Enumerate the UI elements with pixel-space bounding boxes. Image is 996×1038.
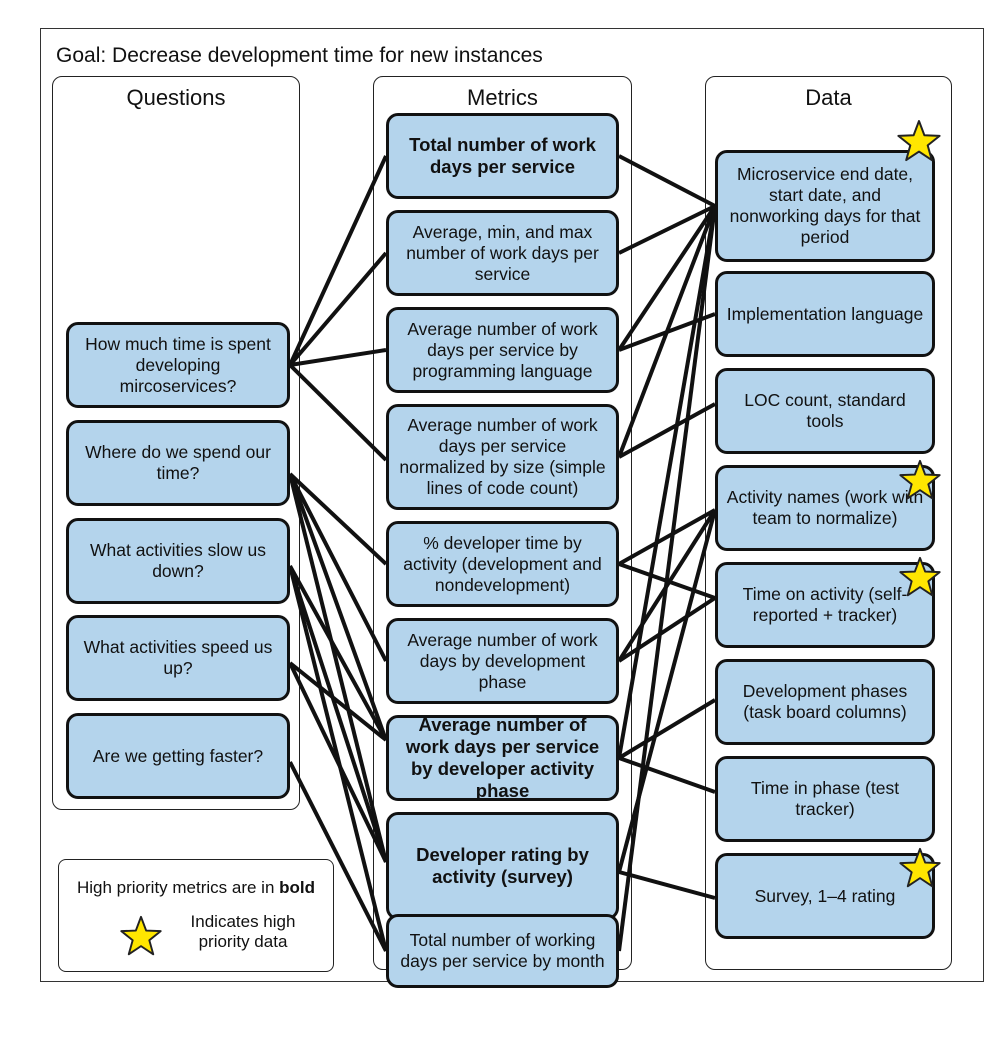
- metric-box: Average number of work days per service …: [386, 714, 619, 801]
- metric-data-connector: [618, 204, 716, 255]
- legend-bold-word: bold: [279, 878, 316, 897]
- metric-box: Average, min, and max number of work day…: [386, 210, 619, 296]
- question-metric-connector: [288, 473, 388, 662]
- question-box: Are we getting faster?: [66, 713, 290, 799]
- star-icon: [899, 847, 941, 888]
- metric-box: Average number of work days per service …: [386, 307, 619, 393]
- data-box: Activity names (work with team to normal…: [715, 465, 935, 551]
- metric-data-connector: [617, 205, 717, 952]
- metric-data-connector: [618, 508, 716, 566]
- star-icon: [899, 556, 941, 597]
- question-metric-connector: [288, 155, 388, 366]
- metric-box: Total number of working days per service…: [386, 914, 619, 988]
- legend-bold-note-text: High priority metrics are in: [76, 878, 280, 897]
- metric-data-connector: [617, 698, 717, 760]
- metric-data-connector: [618, 154, 716, 208]
- data-box: LOC count, standard tools: [715, 368, 935, 454]
- question-metric-connector: [288, 761, 388, 952]
- metric-data-connector: [617, 205, 717, 759]
- data-box: Microservice end date, start date, and n…: [715, 150, 935, 262]
- star-icon: [899, 459, 941, 500]
- legend-star-note: Indicates high priority data: [190, 912, 296, 952]
- question-metric-connector: [289, 348, 387, 367]
- metric-data-connector: [618, 870, 716, 900]
- question-metric-connector: [288, 565, 388, 863]
- question-metric-connector: [288, 565, 388, 741]
- question-box: How much time is spent developing mircos…: [66, 322, 290, 408]
- metric-box: Average number of work days by developme…: [386, 618, 619, 704]
- legend-bold-note: High priority metrics are in bold: [59, 878, 333, 898]
- metric-box: Total number of work days per service: [386, 113, 619, 199]
- metric-data-connector: [618, 756, 716, 794]
- metric-box: % developer time by activity (developmen…: [386, 521, 619, 607]
- data-box: Time in phase (test tracker): [715, 756, 935, 842]
- question-metric-connector: [288, 473, 388, 741]
- question-metric-connector: [288, 661, 388, 742]
- question-metric-connector: [288, 251, 388, 367]
- question-metric-connector: [288, 363, 388, 462]
- goal-title: Goal: Decrease development time for new …: [56, 44, 543, 67]
- question-box: What activities speed us up?: [66, 615, 290, 701]
- question-metric-connector: [288, 472, 388, 566]
- metric-box: Average number of work days per service …: [386, 404, 619, 510]
- metric-data-connector: [617, 205, 717, 458]
- data-box: Development phases (task board columns): [715, 659, 935, 745]
- question-box: What activities slow us down?: [66, 518, 290, 604]
- metric-box: Developer rating by activity (survey): [386, 812, 619, 920]
- data-box: Implementation language: [715, 271, 935, 357]
- star-icon: [897, 120, 941, 162]
- question-metric-connector: [288, 473, 388, 863]
- metric-data-connector: [617, 204, 717, 352]
- question-metric-connector: [288, 662, 388, 863]
- metric-data-connector: [618, 402, 716, 459]
- legend-star-icon: [120, 915, 162, 956]
- questions-column-title: Questions: [126, 85, 226, 110]
- legend: High priority metrics are in bold Indica…: [58, 859, 334, 972]
- metric-data-connector: [617, 596, 717, 663]
- question-box: Where do we spend our time?: [66, 420, 290, 506]
- data-column-title: Data: [805, 85, 852, 110]
- data-box: Time on activity (self-reported + tracke…: [715, 562, 935, 648]
- metrics-column-title: Metrics: [467, 85, 538, 110]
- data-box: Survey, 1–4 rating: [715, 853, 935, 939]
